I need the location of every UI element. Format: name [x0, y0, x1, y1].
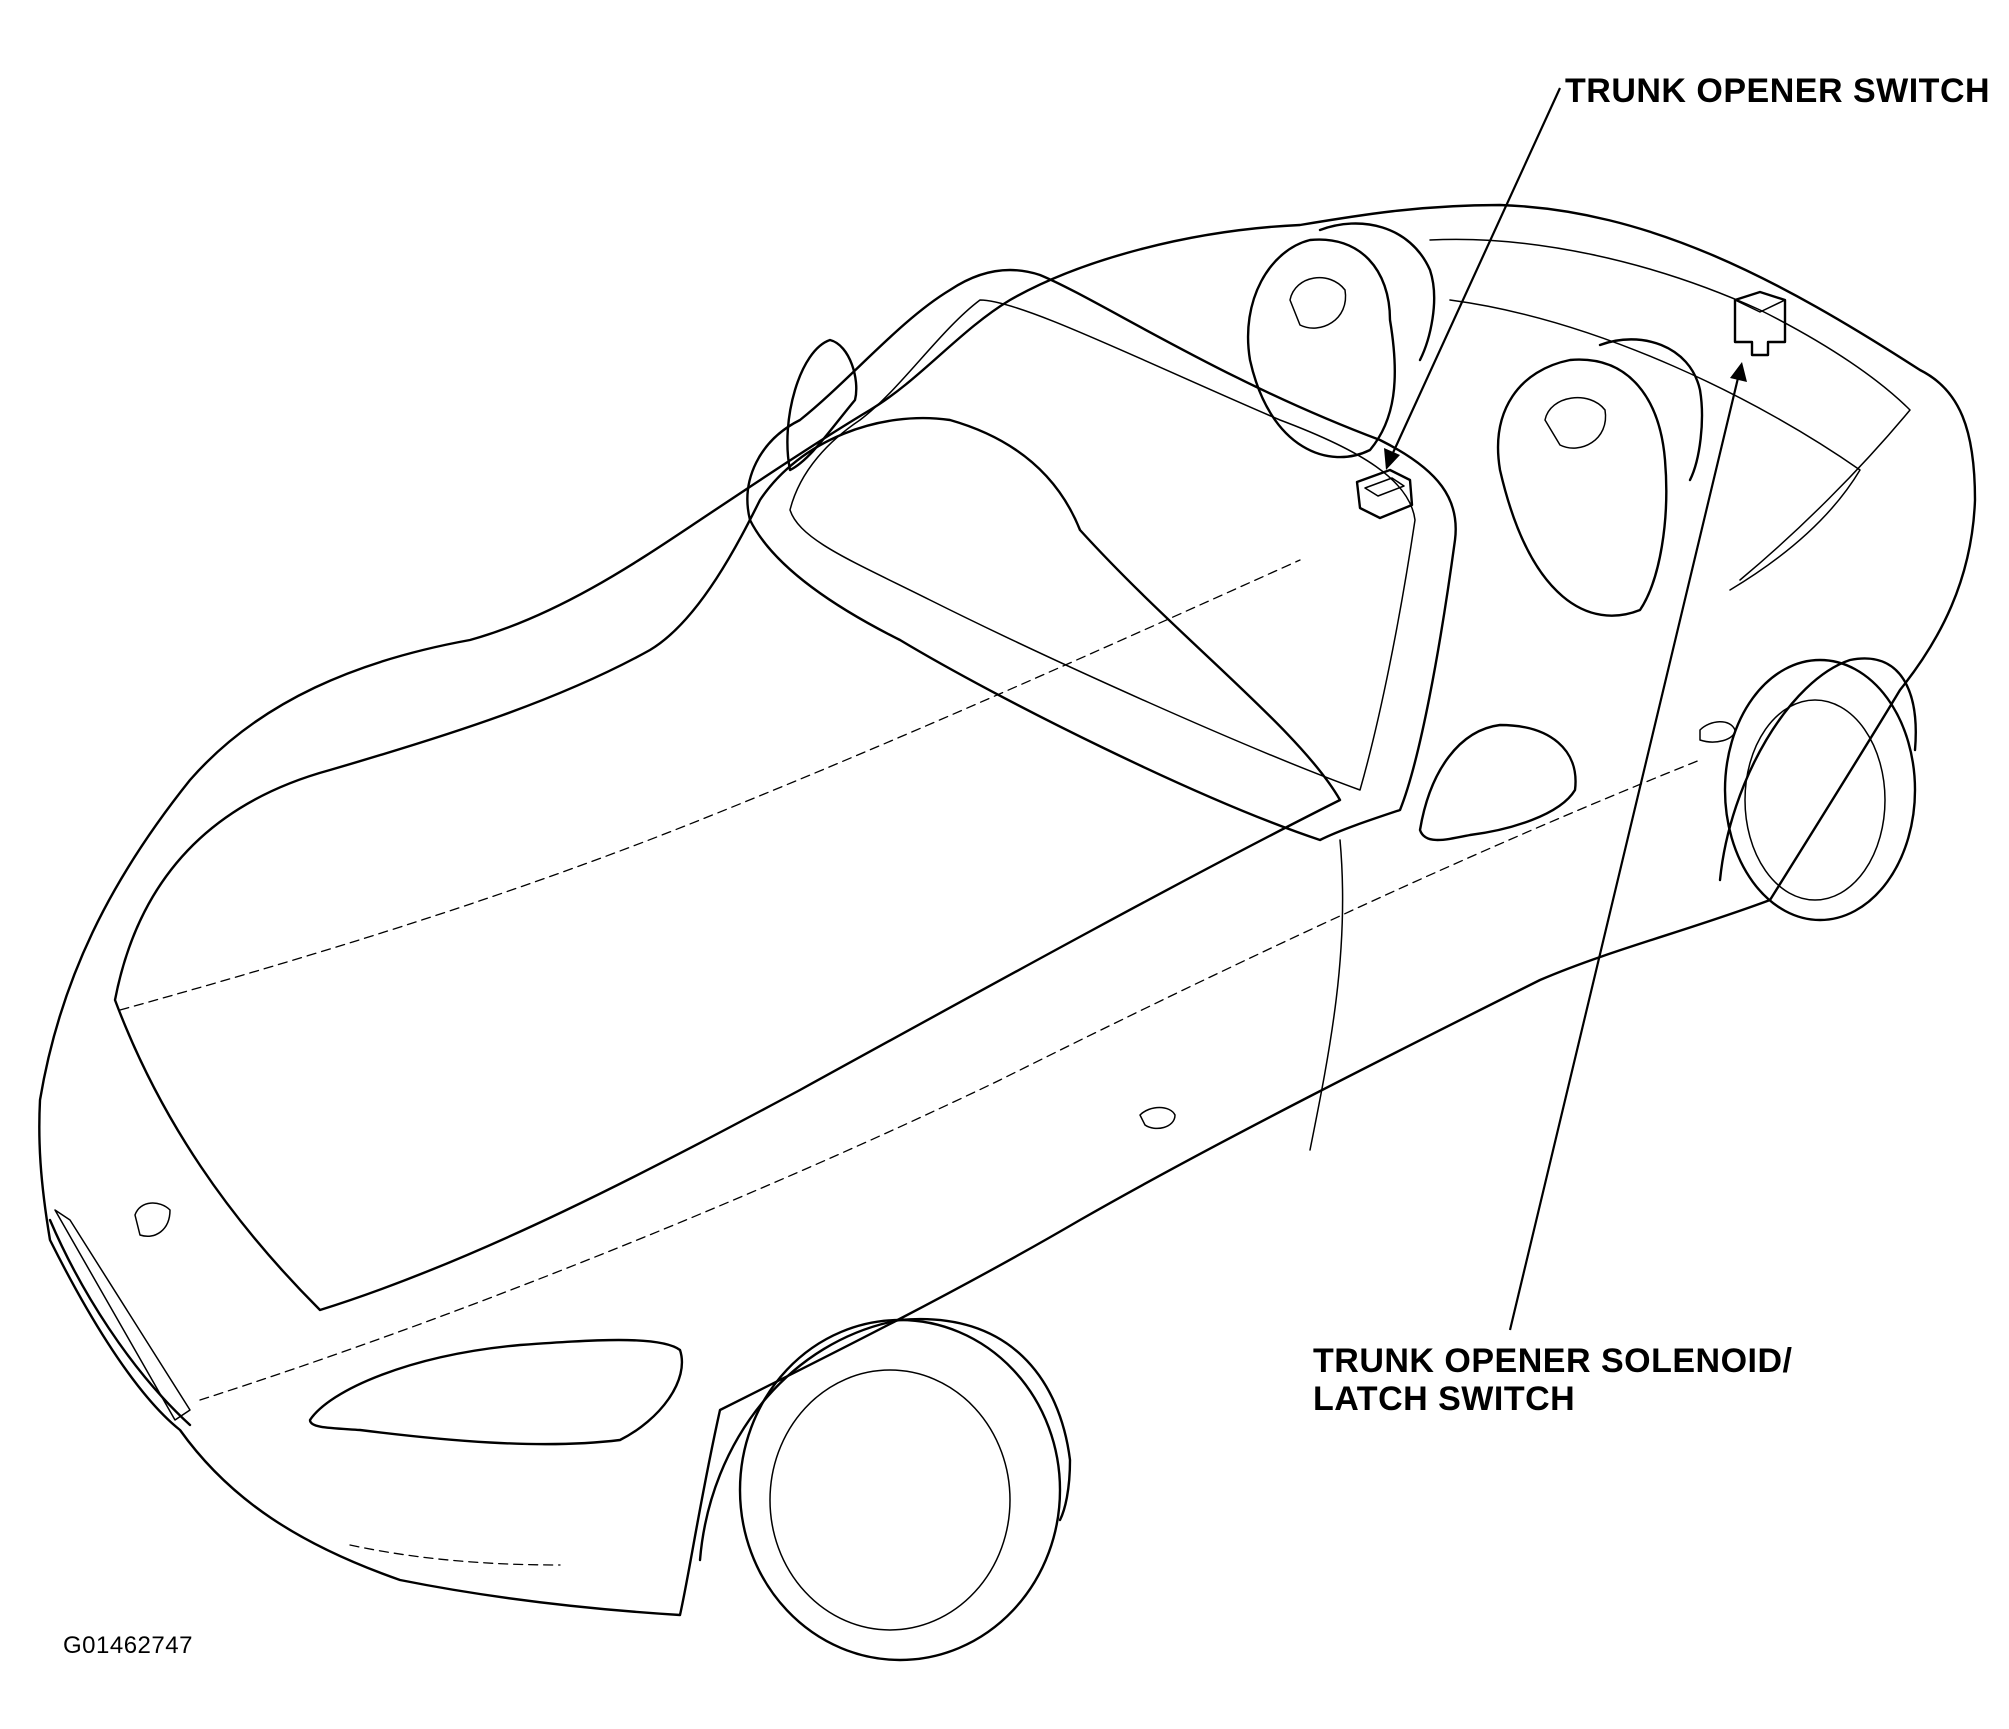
trunk-opener-switch-part: [1355, 468, 1414, 520]
rear-wheel-inner: [1744, 699, 1886, 901]
trunk-opener-solenoid-label: TRUNK OPENER SOLENOID/ LATCH SWITCH: [1313, 1342, 1792, 1418]
character-line-3: [349, 1544, 561, 1566]
right-mirror: [1418, 723, 1577, 842]
rear-wheel-arch: [1718, 657, 1917, 882]
roll-hoop-right: [1598, 338, 1704, 482]
side-marker: [1139, 1106, 1176, 1130]
emblem: [134, 1202, 171, 1237]
right-seat-headrest: [1544, 396, 1607, 449]
character-line-2: [119, 559, 1301, 1011]
solenoid-label-line1: TRUNK OPENER SOLENOID/: [1313, 1342, 1793, 1380]
front-wheel-inner: [769, 1369, 1011, 1631]
cockpit-rear: [1449, 299, 1861, 591]
leader-trunk-switch: [1384, 87, 1562, 470]
door-line: [1309, 839, 1344, 1151]
left-mirror: [786, 338, 858, 472]
front-lip: [54, 1209, 191, 1421]
left-seat: [1246, 238, 1397, 459]
trunk-opener-switch-label: TRUNK OPENER SWITCH: [1565, 72, 1991, 110]
front-wheel-arch: [698, 1317, 1072, 1562]
figure-code: G01462747: [63, 1632, 193, 1659]
hood: [113, 416, 1342, 1312]
front-bumper: [48, 1218, 192, 1427]
leader-solenoid: [1508, 362, 1747, 1331]
solenoid-label-line2: LATCH SWITCH: [1313, 1380, 1576, 1418]
headlight: [308, 1338, 684, 1446]
front-wheel-outer: [738, 1318, 1062, 1662]
trunk-solenoid-part: [1733, 290, 1787, 357]
rear-deck: [1429, 238, 1911, 581]
windshield-frame: [746, 268, 1457, 842]
character-line-1: [199, 759, 1701, 1401]
rear-wheel-outer: [1723, 658, 1917, 922]
right-seat: [1496, 358, 1668, 617]
roll-hoop-left: [1318, 222, 1436, 362]
door-handle: [1699, 721, 1736, 743]
body-outline: [38, 203, 1977, 1617]
windshield-inner: [789, 299, 1416, 791]
left-seat-headrest: [1289, 276, 1347, 329]
